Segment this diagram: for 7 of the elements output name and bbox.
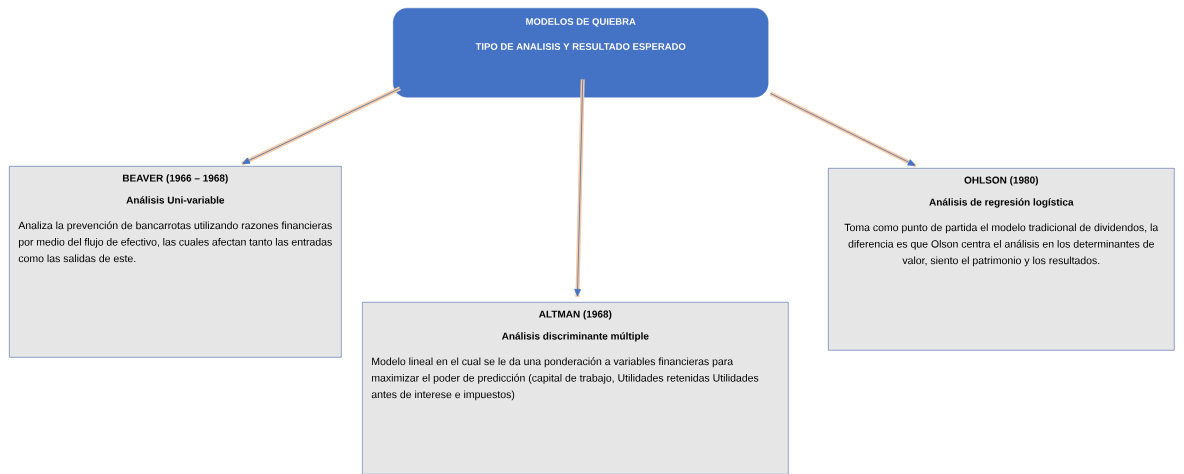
- title-box: MODELOS DE QUIEBRA TIPO DE ANALISIS Y RESULTADO ESPERADO: [393, 8, 769, 98]
- arrow: [769, 91, 917, 168]
- model-box: ALTMAN (1968) Análisis discriminante múltiple Modelo lineal en el cual se le da una ponderación a variables financieras para maximizar el poder de predicción (capital de trabajo, Utilidades retenidas Utilidades antes de interese e impuestos): [362, 302, 789, 474]
- arrow: [574, 79, 585, 298]
- arrow: [240, 86, 401, 166]
- model-box: OHLSON (1980) Análisis de regresión logística Toma como punto de partida el modelo tradicional de dividendos, la diferencia es que Olson centra el análisis en los determinantes de valor, siento el patrimonio y los resultados.: [828, 168, 1175, 351]
- model-box: BEAVER (1966 – 1968) Análisis Uni-variable Analiza la prevención de bancarrotas utilizando razones financieras por medio del flujo de efectivo, las cuales afectan tanto las entradas como las salidas de este.: [9, 166, 342, 358]
